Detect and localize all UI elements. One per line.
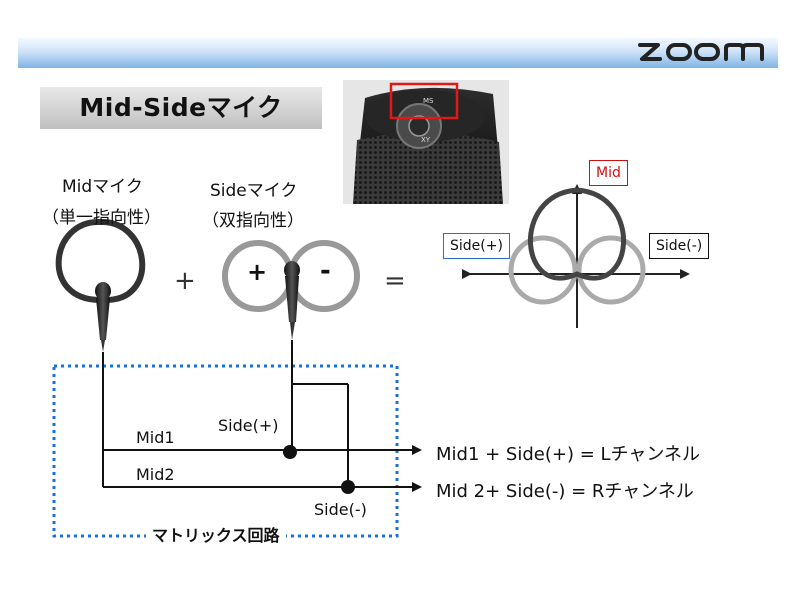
side-mic-label: Sideマイク [210,181,298,201]
junction-side-plus [283,445,297,459]
polar-pattern-icon [462,184,690,328]
ms-label: MS [423,97,434,105]
zoom-logo [638,43,764,61]
polar-mid-label: Mid [589,160,628,186]
mid-microphone-icon [95,282,111,352]
junction-side-minus [341,480,355,494]
xy-label: XY [421,136,431,144]
mic-capsule-photo: MS XY [343,80,509,204]
mid-mic-pattern: （単一指向性） [42,208,161,228]
side-microphone-icon [284,261,300,340]
mid1-label: Mid1 [136,428,175,447]
plus-operator: + [174,266,196,296]
mid-mic-label: Midマイク [62,177,143,197]
title-background [40,87,322,129]
side-minus-label: Side(-) [314,500,367,519]
mid-signal-lines [102,352,422,492]
side-signal-lines [291,340,349,487]
page-title: Mid-Sideマイク [79,93,283,122]
cardioid-pattern-icon [55,218,146,303]
output-right-channel: Mid 2+ Side(-) = Rチャンネル [436,481,694,502]
equals-operator: = [384,266,406,296]
figure8-plus-sign: + [247,258,268,286]
side-mic-pattern: （双指向性） [202,211,304,231]
side-plus-label: Side(+) [218,416,279,435]
polar-side-minus-label: Side(-) [649,233,710,259]
mid2-label: Mid2 [136,465,175,484]
polar-side-plus-label: Side(+) [443,233,510,259]
figure8-minus-sign: - [320,256,331,286]
ms-highlight-box [389,82,459,120]
matrix-caption: マトリックス回路 [146,522,286,546]
output-left-channel: Mid1 + Side(+) = Lチャンネル [436,444,701,465]
